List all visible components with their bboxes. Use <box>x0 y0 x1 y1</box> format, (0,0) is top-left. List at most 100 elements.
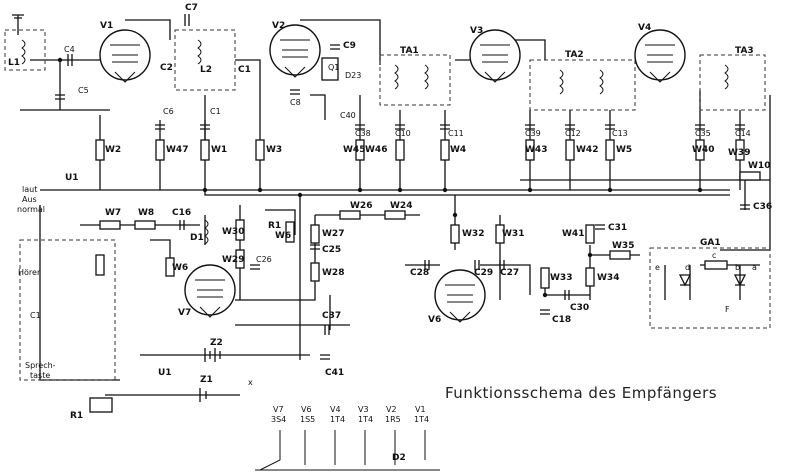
tube-v1 <box>99 29 151 83</box>
label-w4: W4 <box>450 145 466 155</box>
label-f: F <box>725 305 730 314</box>
label-w7: W7 <box>105 208 121 218</box>
label-w29: W29 <box>222 255 244 265</box>
label-l2: L2 <box>200 65 212 75</box>
label-w2: W2 <box>105 145 121 155</box>
label-z1: Z1 <box>200 375 213 385</box>
diodes <box>664 260 760 300</box>
tube-v3 <box>469 29 521 83</box>
labels: L1 C4 C5 V1 C7 C2 L2 C1 C6 C1 W2 W47 W1 … <box>8 3 772 463</box>
label-c25: C25 <box>322 245 341 255</box>
label-v2: V2 <box>272 21 285 31</box>
heater-tube-v7: V7 <box>273 405 284 414</box>
heater-tube-v4: V4 <box>330 405 341 414</box>
label-c18: C18 <box>552 315 571 325</box>
label-c2: C2 <box>160 63 173 73</box>
label-c31: C31 <box>608 223 627 233</box>
label-a: a <box>752 263 757 272</box>
label-w6-b: W6 <box>172 263 188 273</box>
label-w35: W35 <box>612 241 634 251</box>
label-r1: R1 <box>268 221 281 231</box>
label-l1: L1 <box>8 58 20 68</box>
label-c12: C12 <box>565 129 581 138</box>
label-ta1: TA1 <box>400 46 419 56</box>
label-c4: C4 <box>64 45 75 54</box>
label-w42: W42 <box>576 145 598 155</box>
label-c9: C9 <box>343 41 356 51</box>
label-c37: C37 <box>322 311 341 321</box>
label-v3: V3 <box>470 26 483 36</box>
label-u1: U1 <box>65 173 79 183</box>
label-c5: C5 <box>78 86 89 95</box>
label-c28: C28 <box>410 268 429 278</box>
label-z2: Z2 <box>210 338 223 348</box>
heater-type-v1: 1T4 <box>414 415 429 424</box>
resistors <box>89 139 761 413</box>
label-v7: V7 <box>178 308 191 318</box>
label-c41: C41 <box>325 368 344 378</box>
label-w30: W30 <box>222 227 244 237</box>
label-w39: W39 <box>728 148 750 158</box>
label-w31: W31 <box>502 229 524 239</box>
label-d23: D23 <box>345 71 361 80</box>
label-c1: C1 <box>238 65 251 75</box>
label-v4: V4 <box>638 23 651 33</box>
label-c7: C7 <box>185 3 198 13</box>
shields <box>4 29 771 381</box>
heater-tube-v1: V1 <box>415 405 426 414</box>
label-ga1: GA1 <box>700 238 721 248</box>
label-q1: Q1 <box>328 63 339 72</box>
label-r1-b: R1 <box>70 411 83 421</box>
label-horer: Hörer <box>18 268 41 277</box>
label-w10: W10 <box>748 161 770 171</box>
label-v1: V1 <box>100 21 113 31</box>
heater-type-v2: 1R5 <box>385 415 401 424</box>
label-w28: W28 <box>322 268 344 278</box>
label-e: e <box>655 263 660 272</box>
tube-v2 <box>269 24 321 78</box>
heater-tube-v6: V6 <box>301 405 312 414</box>
label-w26: W26 <box>350 201 372 211</box>
tube-v4 <box>634 29 686 83</box>
label-c6: C6 <box>163 107 174 116</box>
label-c10: C10 <box>395 129 411 138</box>
label-ta3: TA3 <box>735 46 754 56</box>
label-taste: taste <box>30 371 50 380</box>
label-c30: C30 <box>570 303 589 313</box>
capacitors <box>55 14 750 360</box>
label-w1: W1 <box>211 145 227 155</box>
label-w5: W5 <box>616 145 632 155</box>
label-w8: W8 <box>138 208 154 218</box>
label-c13: C13 <box>612 129 628 138</box>
label-c8: C8 <box>290 98 301 107</box>
label-c38: C38 <box>355 129 371 138</box>
label-sprech: Sprech- <box>25 361 56 370</box>
heater-type-v3: 1T4 <box>358 415 373 424</box>
junctions <box>57 57 703 298</box>
crystal-q1 <box>321 57 339 81</box>
batteries <box>199 348 221 402</box>
label-c39: C39 <box>525 129 541 138</box>
heater-table: V7 V6 V4 V3 V2 V1 3S4 1S5 1T4 1T4 1R5 1T… <box>255 405 440 471</box>
label-c29: C29 <box>474 268 493 278</box>
label-w47: W47 <box>166 145 188 155</box>
coils <box>21 39 729 245</box>
label-u1-b: U1 <box>158 368 172 378</box>
heater-type-v7: 3S4 <box>271 415 286 424</box>
label-c11: C11 <box>448 129 464 138</box>
label-w32: W32 <box>462 229 484 239</box>
label-c1-c: C1 <box>30 311 41 320</box>
label-w3: W3 <box>266 145 282 155</box>
label-w41: W41 <box>562 229 584 239</box>
label-w45: W45 <box>343 145 365 155</box>
label-w24: W24 <box>390 201 412 211</box>
label-c27: C27 <box>500 268 519 278</box>
label-c40: C40 <box>340 111 356 120</box>
heater-type-v4: 1T4 <box>330 415 345 424</box>
label-c26: C26 <box>256 255 272 264</box>
tube-v7 <box>184 264 236 318</box>
label-d1: D1 <box>190 233 204 243</box>
label-ta2: TA2 <box>565 50 584 60</box>
tube-v6 <box>434 269 486 323</box>
label-normal: normal <box>17 205 45 214</box>
